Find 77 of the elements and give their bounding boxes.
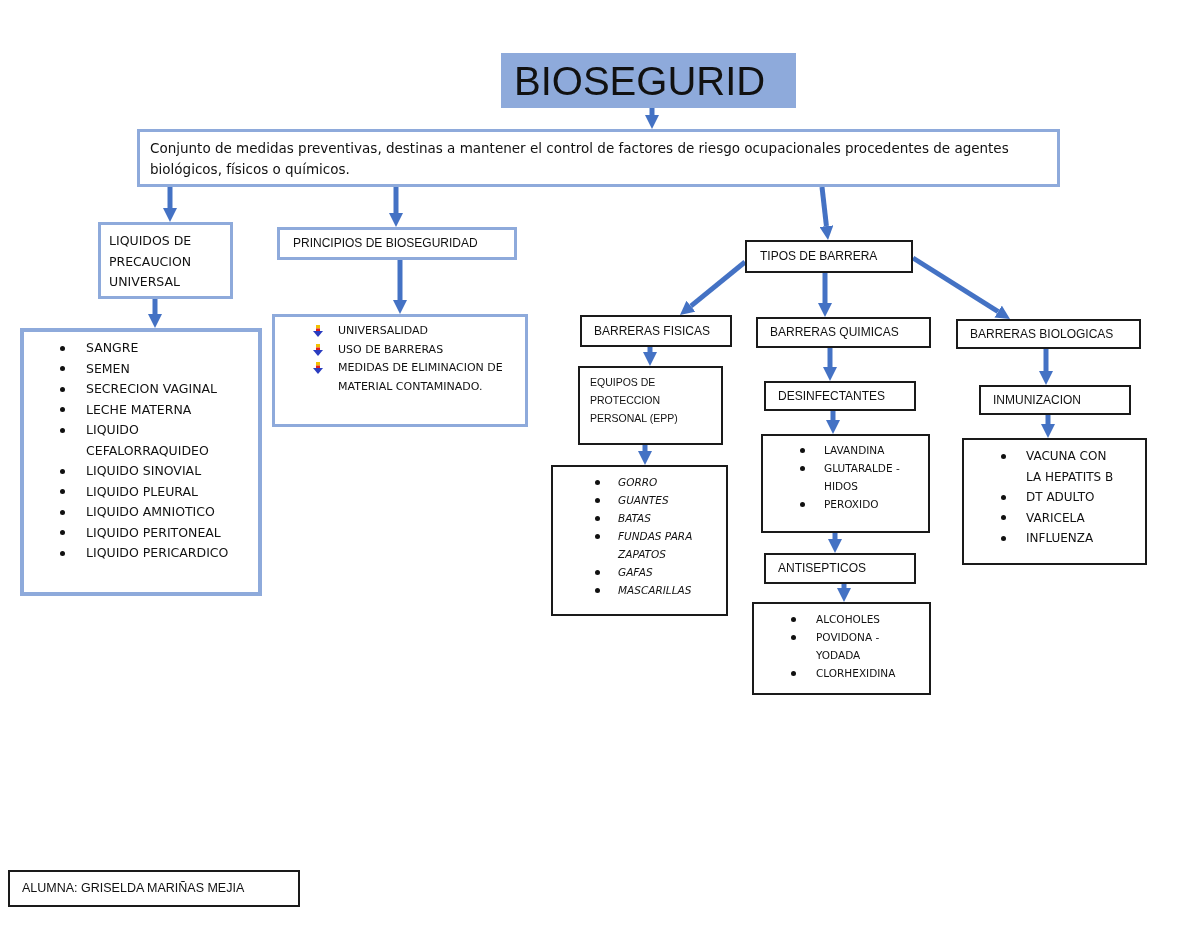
arrow [643, 347, 657, 366]
category-box [277, 227, 517, 260]
node-label: Conjunto de medidas preventivas, destinas a mantener el control de factores de riesgo ocupacionales procedentes de agentes biológicos, físicos o químicos. [150, 139, 1010, 179]
process-box [764, 381, 916, 411]
list-box [962, 438, 1147, 565]
arrow [638, 445, 652, 465]
node-label: BARRERAS BIOLOGICAS [970, 326, 1114, 342]
process-box [578, 366, 723, 445]
list-item: GLUTARALDE - HIDOS [824, 461, 901, 494]
category-box [756, 317, 931, 348]
list-item: LIQUIDO AMNIOTICO [86, 503, 215, 521]
list-item: VARICELA [1026, 509, 1085, 527]
arrow [1041, 415, 1055, 438]
list-item: MASCARILLAS [618, 583, 692, 598]
list-box [272, 314, 528, 427]
list-item: SEMEN [86, 359, 130, 378]
node-label: LIQUIDOS DE PRECAUCION UNIVERSAL [109, 232, 193, 291]
node-label: PRINCIPIOS DE BIOSEGURIDAD [293, 236, 478, 251]
list-item: VACUNA CON LA HEPATITS B [1026, 448, 1115, 486]
arrow [645, 108, 659, 129]
arrow [826, 411, 840, 434]
node-label: BIOSEGURID [514, 57, 766, 104]
list-item: LIQUIDO PLEURAL [86, 482, 198, 501]
list-item: SANGRE [86, 339, 139, 357]
node-label: BARRERAS FISICAS [594, 323, 711, 339]
list-item: LAVANDINA [824, 443, 885, 458]
arrow [389, 187, 403, 227]
arrow [819, 186, 834, 240]
category-box [956, 319, 1141, 349]
list-item: SECRECION VAGINAL [86, 380, 218, 398]
node-label: INMUNIZACION [993, 392, 1081, 408]
list-item: LIQUIDO PERITONEAL [86, 523, 221, 542]
name-box [8, 870, 300, 907]
arrow [823, 348, 837, 381]
list-item: PEROXIDO [824, 497, 879, 512]
list-item: LIQUIDO CEFALORRAQUIDEO [86, 421, 210, 460]
list-item: USO DE BARRERAS [338, 341, 444, 358]
list-item: INFLUENZA [1026, 530, 1094, 547]
node-label: ALUMNA: GRISELDA MARIÑAS MEJIA [22, 881, 245, 896]
node-label: TIPOS DE BARRERA [760, 249, 878, 264]
list-item: DT ADULTO [1026, 489, 1095, 506]
process-box [979, 385, 1131, 415]
category-box [580, 315, 732, 347]
list-item: LIQUIDO SINOVIAL [86, 462, 202, 480]
definition-box [137, 129, 1060, 187]
list-item: ALCOHOLES [816, 612, 880, 627]
list-item: GUANTES [618, 493, 669, 508]
arrow [837, 584, 851, 602]
arrow [818, 273, 832, 317]
list-item: GAFAS [618, 565, 653, 580]
node-label: ANTISEPTICOS [778, 561, 866, 576]
node-label: BARRERAS QUIMICAS [770, 325, 899, 340]
list-item: FUNDAS PARA ZAPATOS [618, 529, 694, 562]
arrow [828, 533, 842, 553]
arrow [680, 260, 747, 315]
list-item: CLORHEXIDINA [816, 666, 896, 681]
arrow [148, 299, 162, 328]
list-box [20, 328, 262, 596]
process-box [764, 553, 916, 584]
category-box [98, 222, 233, 299]
arrow [393, 260, 407, 314]
list-item: BATAS [618, 511, 651, 526]
node-label: DESINFECTANTES [778, 388, 886, 404]
title-box [501, 53, 796, 108]
list-item: POVIDONA - YODADA [816, 630, 881, 663]
node-label: EQUIPOS DE PROTECCION PERSONAL (EPP) [590, 375, 679, 426]
arrow [1039, 349, 1053, 385]
list-item: LIQUIDO PERICARDICO [86, 544, 229, 562]
list-item: UNIVERSALIDAD [338, 323, 428, 339]
arrow [163, 187, 177, 222]
list-item: LECHE MATERNA [86, 400, 192, 419]
list-box [761, 434, 930, 533]
list-item: GORRO [618, 475, 658, 490]
list-item: MEDIDAS DE ELIMINACION DE MATERIAL CONTAMINADO. [338, 360, 504, 395]
category-box [745, 240, 913, 273]
list-box [551, 465, 728, 616]
list-box [752, 602, 931, 695]
